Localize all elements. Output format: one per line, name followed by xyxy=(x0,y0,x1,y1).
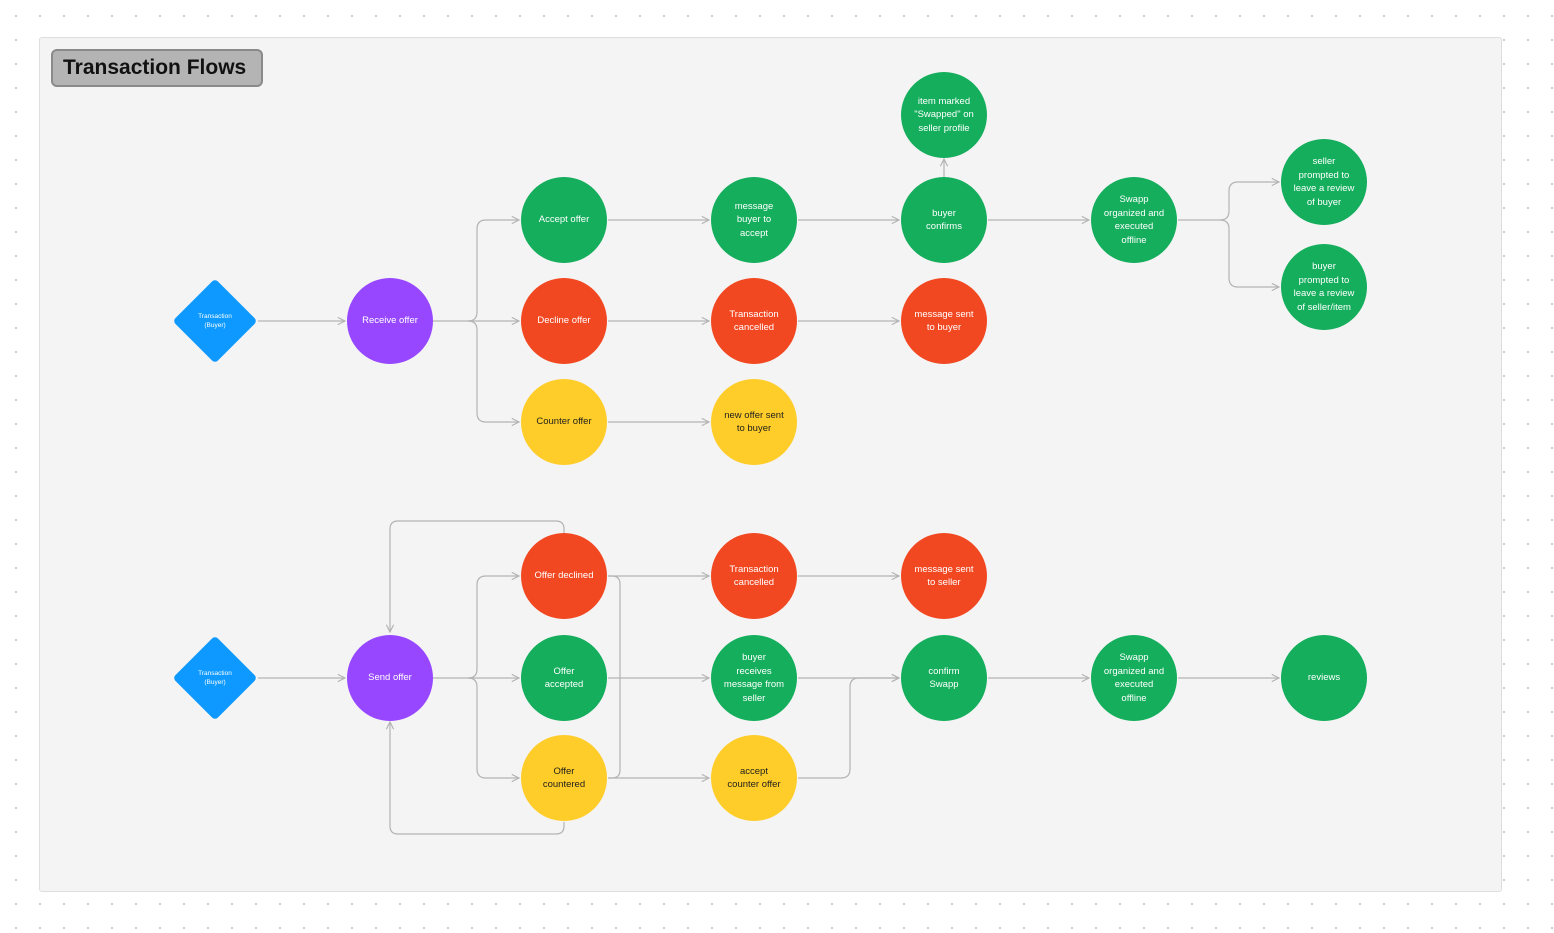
message-buyer-accept-node[interactable]: message buyer to accept xyxy=(711,177,797,263)
transaction-cancelled-node[interactable]: Transaction cancelled xyxy=(711,533,797,619)
offer-accepted-node[interactable]: Offer accepted xyxy=(521,635,607,721)
connector xyxy=(1178,182,1279,221)
offer-countered-node[interactable]: Offer countered xyxy=(521,735,607,821)
reviews-node[interactable]: reviews xyxy=(1281,635,1367,721)
connector xyxy=(1219,219,1279,287)
transaction-cancelled-node[interactable]: Transaction cancelled xyxy=(711,278,797,364)
connector xyxy=(390,722,565,835)
buyer-receives-message-node[interactable]: buyer receives message from seller xyxy=(711,635,797,721)
swapp-organized-node[interactable]: Swapp organized and executed offline xyxy=(1091,635,1177,721)
start-diamond-seller[interactable]: Transaction (Buyer) xyxy=(172,278,258,364)
start-diamond-buyer[interactable]: Transaction (Buyer) xyxy=(172,635,258,721)
accept-offer-node[interactable]: Accept offer xyxy=(521,177,607,263)
buyer-prompted-review-node[interactable]: buyer prompted to leave a review of sell… xyxy=(1281,244,1367,330)
buyer-confirms-node[interactable]: buyer confirms xyxy=(901,177,987,263)
page-title[interactable]: Transaction Flows xyxy=(51,49,263,87)
decline-offer-node[interactable]: Decline offer xyxy=(521,278,607,364)
receive-offer-node[interactable]: Receive offer xyxy=(347,278,433,364)
message-sent-buyer-node[interactable]: message sent to buyer xyxy=(901,278,987,364)
start-label: Transaction (Buyer) xyxy=(198,670,232,686)
counter-offer-node[interactable]: Counter offer xyxy=(521,379,607,465)
send-offer-node[interactable]: Send offer xyxy=(347,635,433,721)
message-sent-seller-node[interactable]: message sent to seller xyxy=(901,533,987,619)
accept-counter-offer-node[interactable]: accept counter offer xyxy=(711,735,797,821)
seller-prompted-review-node[interactable]: seller prompted to leave a review of buy… xyxy=(1281,139,1367,225)
connector xyxy=(433,220,519,322)
connector xyxy=(433,576,519,679)
connector xyxy=(608,575,621,779)
start-label: Transaction (Buyer) xyxy=(198,313,232,329)
connector xyxy=(467,677,519,778)
connector xyxy=(390,520,565,632)
new-offer-sent-node[interactable]: new offer sent to buyer xyxy=(711,379,797,465)
offer-declined-node[interactable]: Offer declined xyxy=(521,533,607,619)
item-marked-swapped-node[interactable]: item marked "Swapped" on seller profile xyxy=(901,72,987,158)
swapp-organized-node[interactable]: Swapp organized and executed offline xyxy=(1091,177,1177,263)
connector xyxy=(798,678,899,779)
connector xyxy=(467,320,519,422)
confirm-swapp-node[interactable]: confirm Swapp xyxy=(901,635,987,721)
